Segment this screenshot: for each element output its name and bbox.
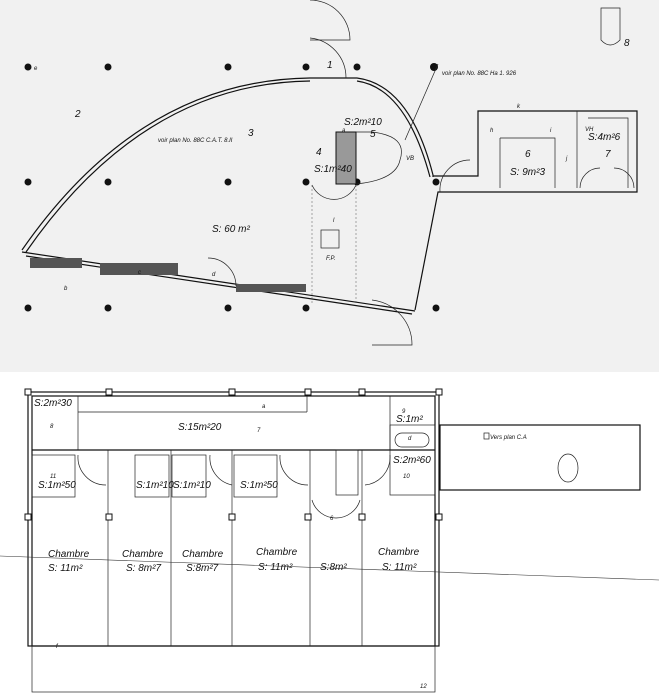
- bedrooms: Chambre S: 11m² Chambre S: 8m²7 Chambre …: [48, 547, 420, 574]
- svg-text:h: h: [490, 128, 494, 134]
- stair-a: [335, 131, 357, 185]
- svg-text:VH: VH: [585, 127, 594, 133]
- room-3: 3: [248, 128, 254, 139]
- south-wall: [21, 251, 416, 312]
- svg-text:l: l: [333, 218, 335, 224]
- columns: [24, 388, 443, 521]
- svg-text:11: 11: [50, 474, 56, 480]
- svg-text:8: 8: [50, 424, 54, 430]
- area-8: S:2m²30: [34, 398, 72, 409]
- svg-text:S:1m²50: S:1m²50: [38, 480, 76, 491]
- svg-text:d: d: [408, 436, 412, 442]
- svg-text:a: a: [262, 404, 266, 410]
- reference-note: voir plan No. 88C C.A.T. 8.II: [158, 138, 233, 144]
- svg-text:b: b: [64, 286, 68, 292]
- curved-wall-inner: [25, 80, 311, 253]
- svg-text:F.P.: F.P.: [326, 256, 335, 262]
- svg-text:Chambre: Chambre: [378, 547, 420, 558]
- svg-text:7: 7: [257, 428, 261, 434]
- svg-text:Chambre: Chambre: [48, 549, 90, 560]
- paper-background: [0, 0, 659, 372]
- window-strips: [30, 258, 306, 292]
- svg-text:S: 11m²: S: 11m²: [48, 563, 83, 574]
- terrace: [439, 424, 641, 491]
- area-main: S: 60 m²: [212, 224, 250, 235]
- svg-text:S:1m²10: S:1m²10: [136, 480, 174, 491]
- svg-text:S: 11m²: S: 11m²: [382, 562, 417, 573]
- area-6: S: 9m²3: [510, 167, 545, 178]
- room-2: 2: [74, 109, 81, 120]
- svg-text:Vers plan C.A: Vers plan C.A: [490, 435, 527, 441]
- svg-text:S:1m²50: S:1m²50: [240, 480, 278, 491]
- exterior-stair: [600, 7, 621, 46]
- svg-text:Chambre: Chambre: [122, 549, 164, 560]
- column-dots: [24, 63, 440, 312]
- svg-text:S: 8m²7: S: 8m²7: [126, 563, 161, 574]
- svg-text:6: 6: [330, 516, 334, 522]
- area-9: S:1m²: [396, 414, 423, 425]
- svg-text:10: 10: [403, 474, 410, 480]
- area-5: S:2m²10: [344, 117, 382, 128]
- room-6: 6: [525, 149, 531, 160]
- curved-wall: [21, 77, 311, 251]
- reference-note: voir plan No. 88C Ha 1. 926: [442, 71, 517, 77]
- area-corridor: S:15m²20: [178, 422, 222, 433]
- svg-text:d: d: [212, 272, 216, 278]
- svg-text:S: 11m²: S: 11m²: [258, 562, 293, 573]
- room-4: 4: [316, 147, 322, 158]
- room-5: 5: [370, 129, 376, 140]
- svg-text:k: k: [517, 104, 521, 110]
- svg-text:a: a: [342, 128, 346, 134]
- upper-floor-plan: 1 2 3 4 5 6 7 8 S: 60 m² S:1m²40 S:2m²10…: [0, 0, 659, 372]
- lower-floor-plan: S:2m²30 8 S:15m²20 7 a 6 S:1m² 9 d S:2m²…: [0, 388, 659, 693]
- svg-text:S:1m²10: S:1m²10: [173, 480, 211, 491]
- bathroom-areas: 11 S:1m²50 S:1m²10 S:1m²10 S:1m²50: [38, 474, 278, 491]
- area-4: S:1m²40: [314, 164, 352, 175]
- svg-text:S:8m²7: S:8m²7: [186, 563, 219, 574]
- svg-text:Chambre: Chambre: [182, 549, 224, 560]
- area-10: S:2m²60: [393, 455, 431, 466]
- svg-text:j: j: [565, 156, 568, 162]
- svg-text:c: c: [138, 270, 141, 276]
- svg-text:i: i: [550, 128, 552, 134]
- svg-text:12: 12: [420, 684, 427, 690]
- room-1: 1: [327, 60, 333, 71]
- svg-text:e: e: [34, 66, 38, 72]
- svg-text:9: 9: [402, 409, 406, 415]
- fireplace: [320, 229, 340, 249]
- room-8: 8: [624, 38, 630, 49]
- svg-text:Chambre: Chambre: [256, 547, 298, 558]
- svg-text:f: f: [56, 644, 59, 650]
- svg-text:S:8m²: S:8m²: [320, 562, 347, 573]
- svg-text:VB: VB: [406, 156, 414, 162]
- area-7: S:4m²6: [588, 132, 621, 143]
- room-7: 7: [605, 149, 611, 160]
